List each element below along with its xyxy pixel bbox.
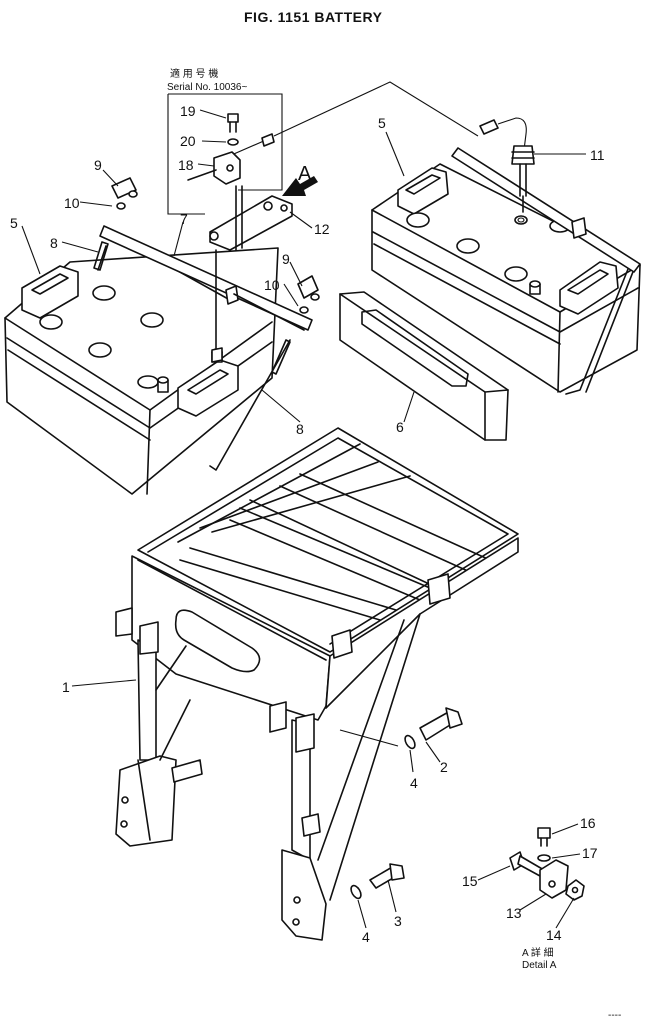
serial-note-header: 適 用 号 機 — [170, 67, 218, 80]
callout-6: 6 — [396, 419, 404, 435]
terminal-assembly — [187, 113, 241, 185]
callout-9-right: 9 — [282, 251, 290, 267]
detail-a: A 詳 細 Detail A — [509, 827, 585, 971]
callout-16: 16 — [580, 815, 596, 831]
callout-13: 13 — [506, 905, 522, 921]
callout-7: 7 — [180, 211, 188, 227]
battery-right — [371, 163, 641, 393]
detail-a-label-jp: A 詳 細 — [522, 946, 554, 959]
callout-5-left: 5 — [10, 215, 18, 231]
clip-left — [111, 177, 138, 210]
battery-left — [4, 247, 279, 495]
serial-note-box: 適 用 号 機 Serial No. 10036~ — [167, 67, 283, 215]
callout-8-right: 8 — [296, 421, 304, 437]
mount-bracket — [209, 185, 305, 363]
callout-19: 19 — [180, 103, 196, 119]
hold-down-bar-right — [451, 147, 641, 273]
callout-17: 17 — [582, 845, 598, 861]
callout-20: 20 — [180, 133, 196, 149]
detail-a-label-en: Detail A — [522, 960, 557, 971]
callout-14: 14 — [546, 927, 562, 943]
view-a-label: A — [298, 163, 312, 185]
figure-title: FIG. 1151 BATTERY — [244, 9, 383, 25]
callout-8-left: 8 — [50, 235, 58, 251]
hold-down-rod-right — [209, 339, 291, 471]
hold-down-rod-right-battery — [565, 263, 637, 395]
callout-12: 12 — [314, 221, 330, 237]
hold-down-bar — [99, 225, 313, 331]
callout-18: 18 — [178, 157, 194, 173]
level-sensor — [511, 145, 535, 213]
callout-5-right: 5 — [378, 115, 386, 131]
callout-9-left: 9 — [94, 157, 102, 173]
callout-10-left: 10 — [64, 195, 80, 211]
clip-right — [297, 275, 320, 314]
callout-2: 2 — [440, 759, 448, 775]
callout-3: 3 — [394, 913, 402, 929]
callout-15: 15 — [462, 873, 478, 889]
view-a-marker: A — [282, 163, 318, 196]
callout-1: 1 — [62, 679, 70, 695]
mounting-bolt-lower — [350, 863, 405, 900]
leader-lines — [21, 109, 586, 929]
serial-note-number: Serial No. 10036~ — [167, 82, 247, 93]
footer-code: ---- — [608, 1010, 621, 1020]
callout-4-lower: 4 — [362, 929, 370, 945]
battery-tray — [115, 427, 519, 941]
insulation-pad — [339, 291, 509, 441]
mounting-bolt-upper — [339, 707, 463, 750]
callout-11: 11 — [590, 147, 605, 163]
callout-4-upper: 4 — [410, 775, 418, 791]
callout-labels: 1 2 4 3 4 5 5 6 7 8 8 9 9 10 10 11 12 13… — [10, 103, 605, 945]
callout-10-right: 10 — [264, 277, 280, 293]
